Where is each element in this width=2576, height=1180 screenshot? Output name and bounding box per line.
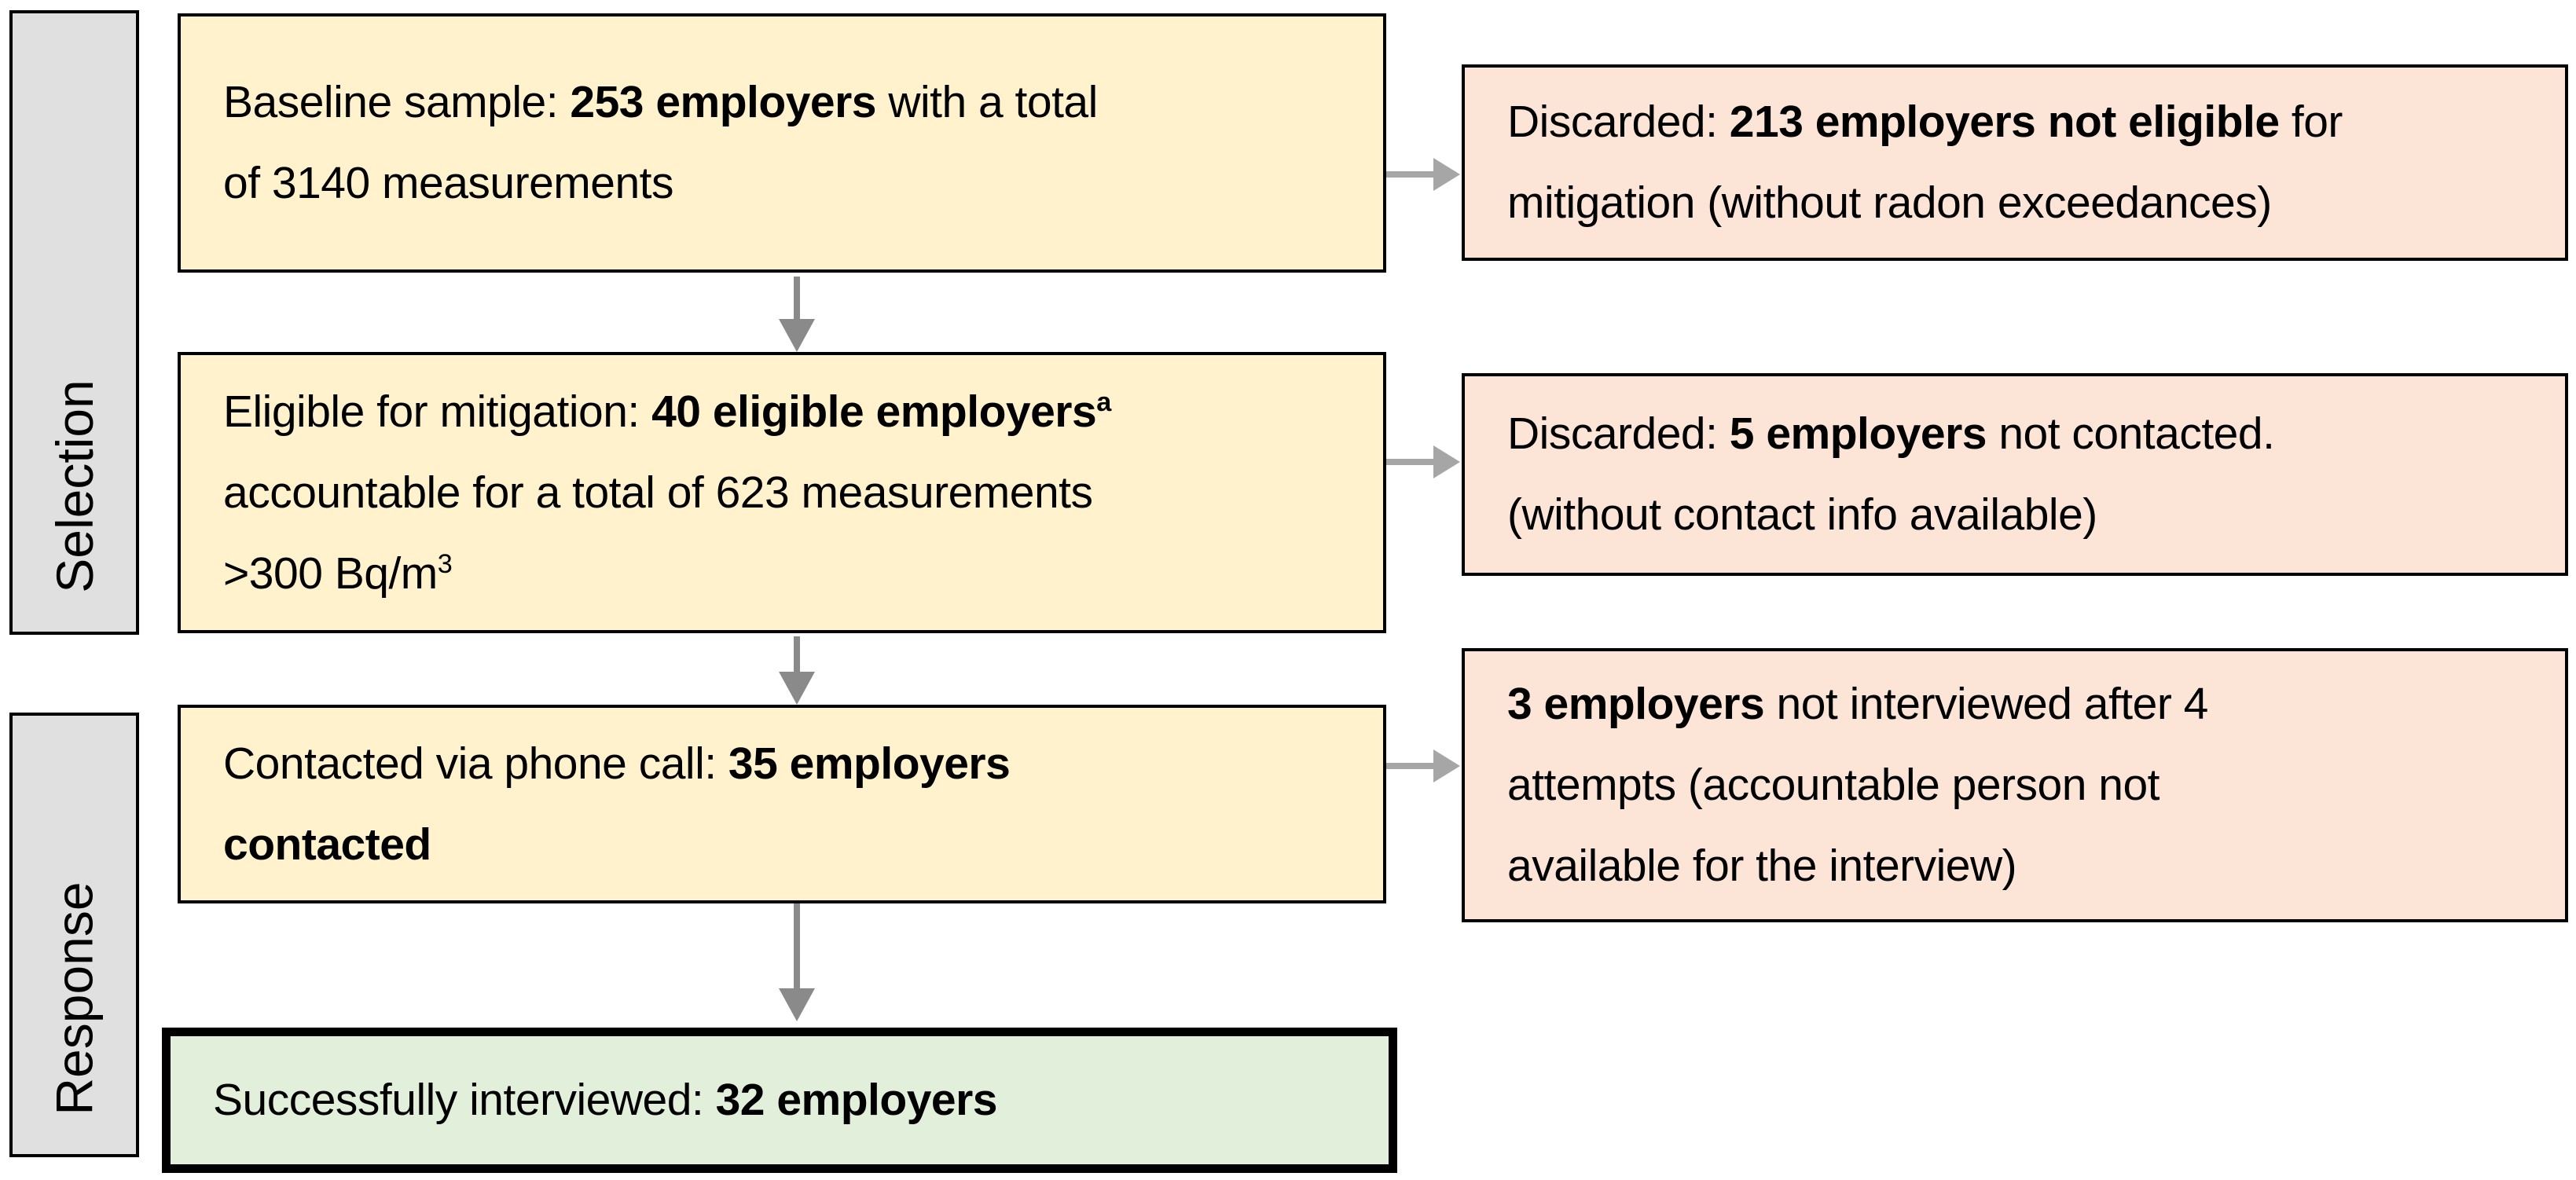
arrow-down-icon xyxy=(779,903,815,1021)
arrow-down-icon xyxy=(779,277,815,352)
arrow-shaft xyxy=(1386,763,1435,769)
box-eligible-for-mitigation: Eligible for mitigation: 40 eligible emp… xyxy=(178,352,1386,633)
box-contacted-via-phone-text: Contacted via phone call: 35 employers c… xyxy=(223,738,1011,870)
arrow-shaft xyxy=(794,277,800,321)
arrow-right-icon xyxy=(1386,158,1460,191)
box-discarded-not-contacted: Discarded: 5 employers not contacted. (w… xyxy=(1462,373,2568,576)
stage-label-selection-text: Selection xyxy=(45,379,104,593)
box-discarded-not-eligible-text: Discarded: 213 employers not eligible fo… xyxy=(1507,97,2343,228)
box-baseline-sample: Baseline sample: 253 employers with a to… xyxy=(178,13,1386,273)
arrow-shaft xyxy=(794,636,800,673)
box-eligible-for-mitigation-text: Eligible for mitigation: 40 eligible emp… xyxy=(223,386,1111,599)
arrow-head xyxy=(779,672,815,705)
arrow-shaft xyxy=(1386,459,1435,465)
arrow-right-icon xyxy=(1386,445,1460,478)
box-not-interviewed-text: 3 employers not interviewed after 4 atte… xyxy=(1507,679,2208,891)
box-baseline-sample-text: Baseline sample: 253 employers with a to… xyxy=(223,77,1098,208)
box-successfully-interviewed-text: Successfully interviewed: 32 employers xyxy=(213,1075,998,1125)
arrow-right-icon xyxy=(1386,749,1460,782)
box-discarded-not-eligible: Discarded: 213 employers not eligible fo… xyxy=(1462,64,2568,261)
box-contacted-via-phone: Contacted via phone call: 35 employers c… xyxy=(178,705,1386,903)
arrow-shaft xyxy=(794,903,800,990)
arrow-head xyxy=(1433,749,1460,782)
stage-label-selection: Selection xyxy=(9,10,139,635)
box-not-interviewed: 3 employers not interviewed after 4 atte… xyxy=(1462,648,2568,922)
stage-label-response-text: Response xyxy=(45,881,104,1116)
arrow-head xyxy=(779,319,815,352)
arrow-head xyxy=(779,988,815,1021)
stage-label-response: Response xyxy=(9,713,139,1157)
arrow-down-icon xyxy=(779,636,815,705)
arrow-head xyxy=(1433,445,1460,478)
box-successfully-interviewed: Successfully interviewed: 32 employers xyxy=(162,1028,1397,1173)
arrow-shaft xyxy=(1386,171,1435,178)
box-discarded-not-contacted-text: Discarded: 5 employers not contacted. (w… xyxy=(1507,409,2275,540)
arrow-head xyxy=(1433,158,1460,191)
